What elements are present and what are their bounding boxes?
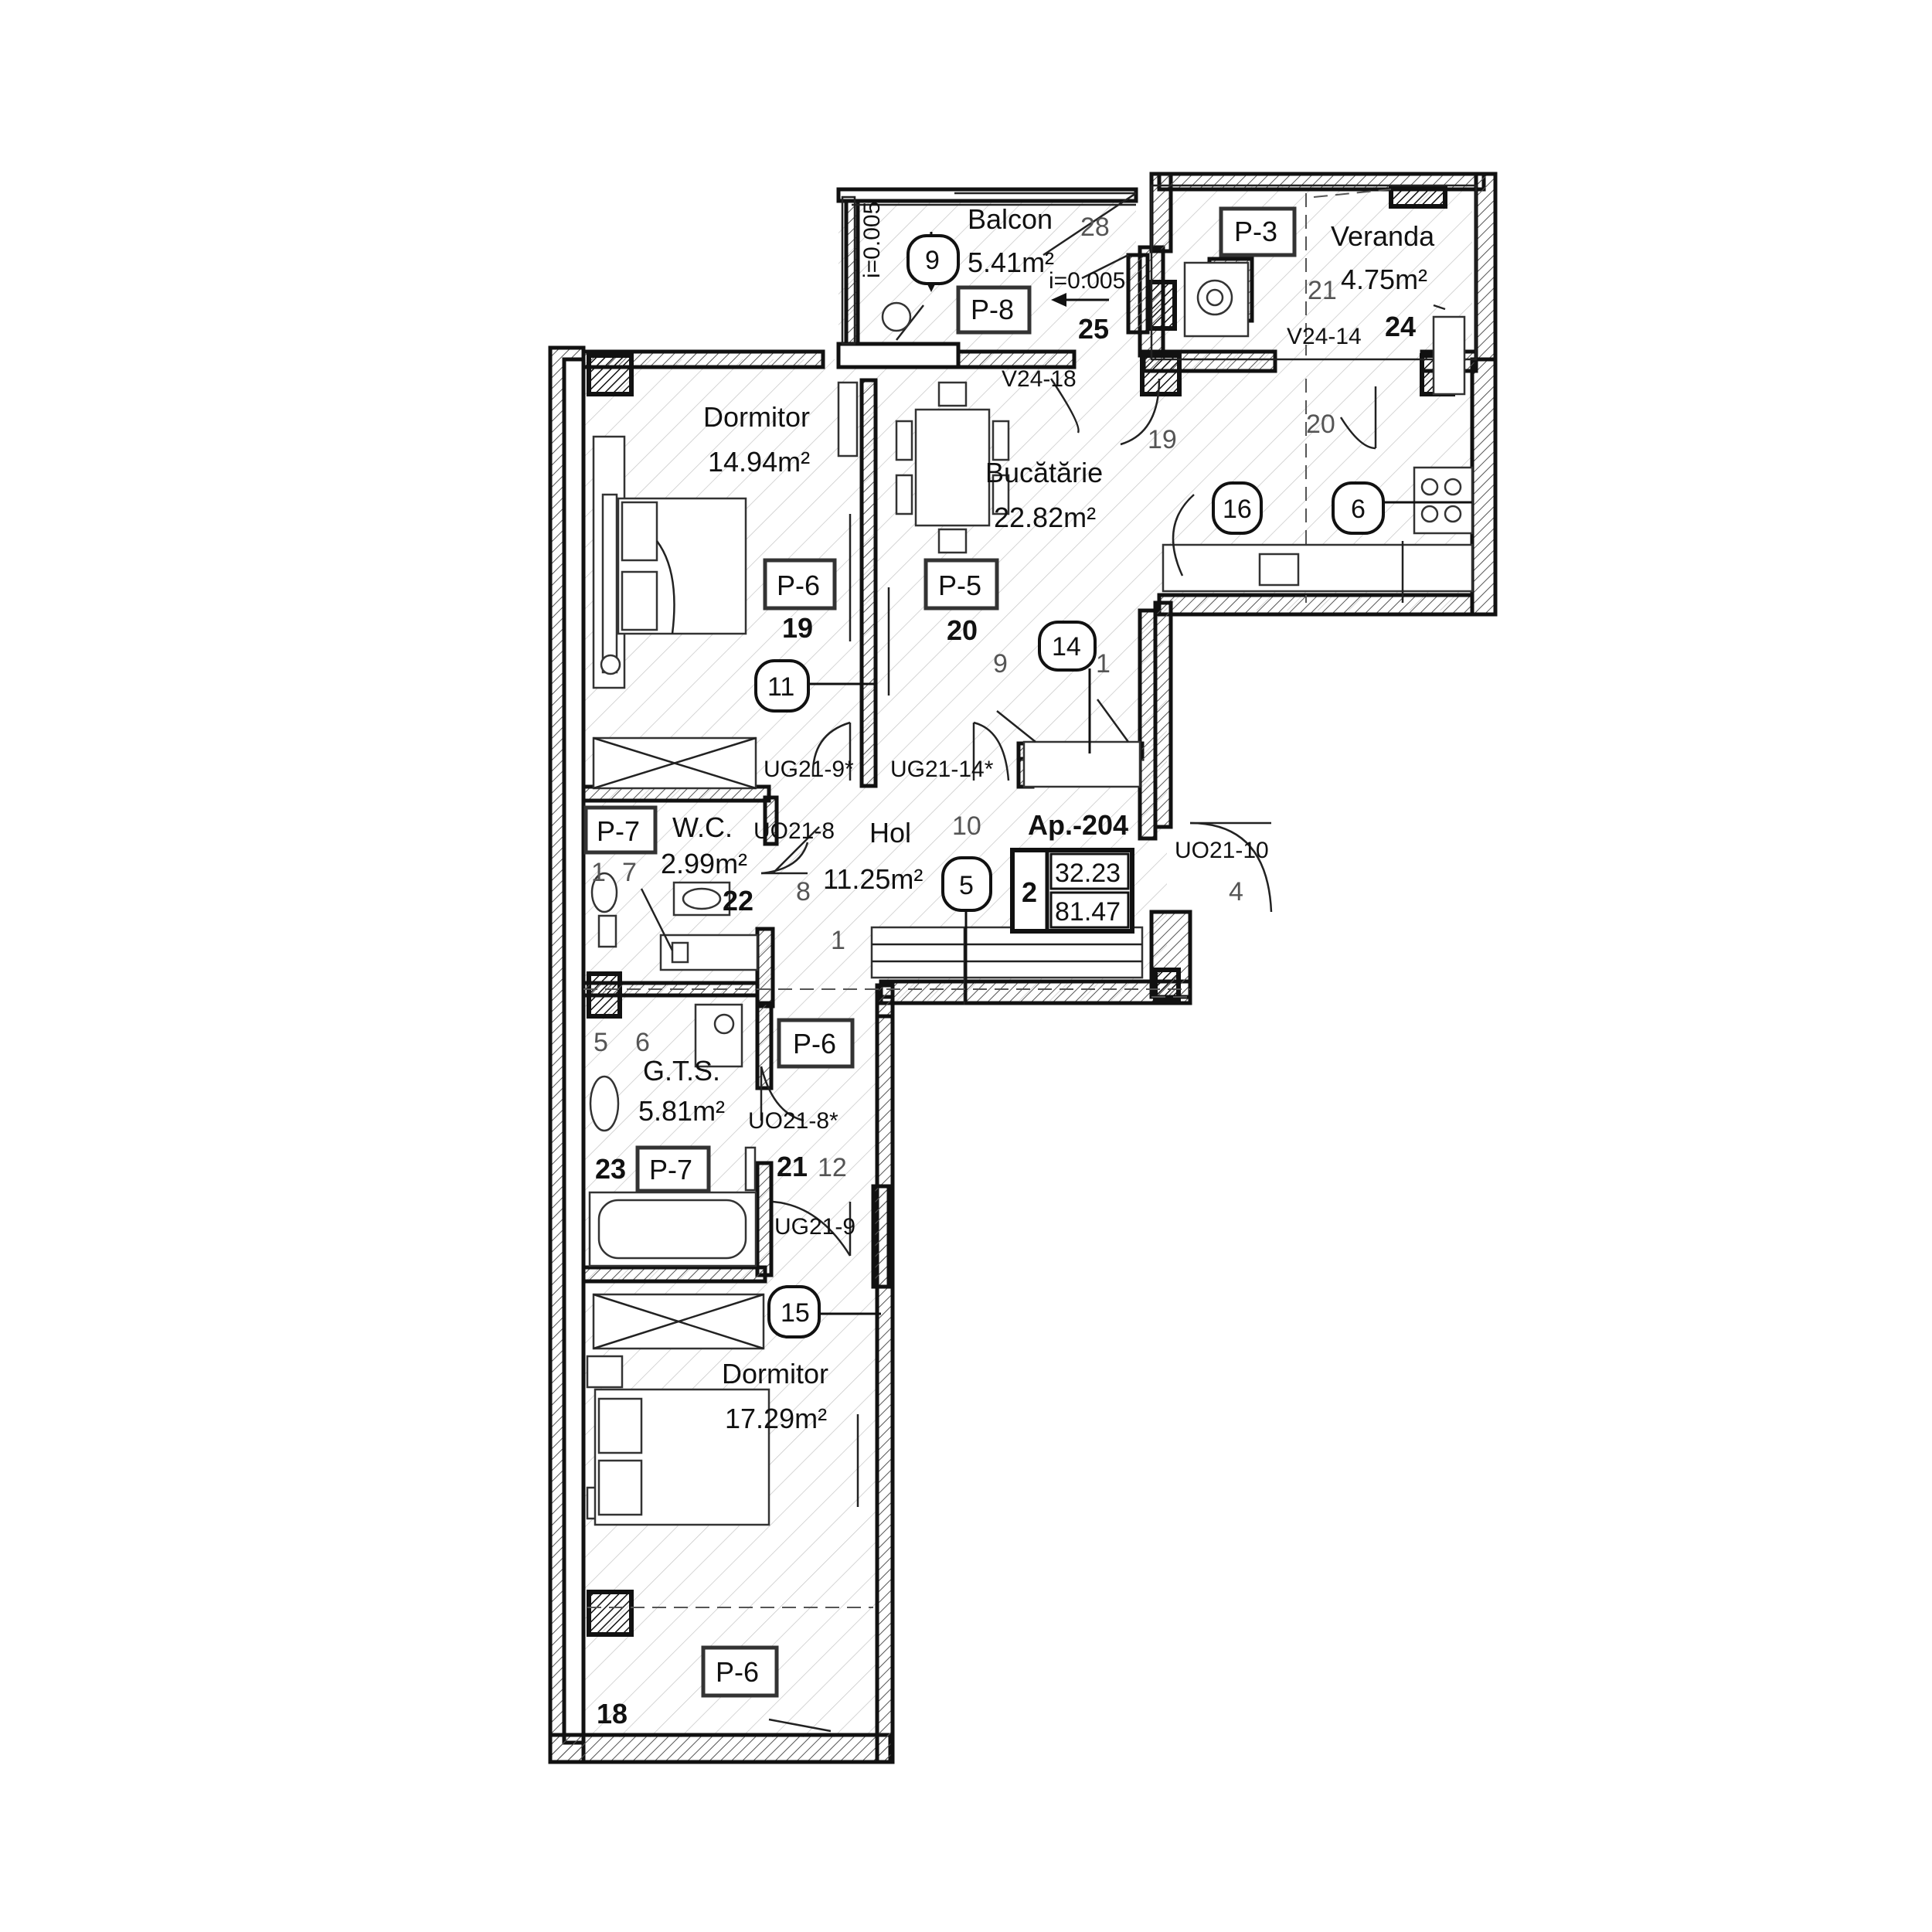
- room-name-gts: G.T.S.: [643, 1055, 720, 1087]
- room-area-dormitor-2: 17.29m²: [725, 1403, 827, 1434]
- num-1-kitchen: 1: [1096, 649, 1111, 679]
- apartment-total-area: 81.47: [1055, 897, 1121, 927]
- code-v24-18: V24-18: [1002, 366, 1077, 392]
- num-7: 7: [622, 858, 637, 887]
- room-name-dormitor-2: Dormitor: [722, 1358, 828, 1389]
- room-name-dormitor-1: Dormitor: [703, 401, 810, 433]
- num-20-kitchen: 20: [1306, 410, 1335, 439]
- marker-16: 16: [1223, 495, 1252, 524]
- num-10: 10: [952, 811, 981, 841]
- hallway-features: [583, 740, 1190, 1005]
- tag-p6-bedroom-1: P-6: [777, 570, 820, 601]
- room-name-veranda: Veranda: [1331, 220, 1435, 252]
- code-uo21-8-star: UO21-8*: [748, 1108, 838, 1134]
- num-25: 25: [1078, 313, 1109, 345]
- room-area-hol: 11.25m²: [823, 863, 923, 895]
- room-area-dormitor-1: 14.94m²: [708, 446, 810, 478]
- marker-6: 6: [1351, 495, 1366, 524]
- num-24: 24: [1385, 311, 1416, 342]
- num-21: 21: [777, 1151, 808, 1182]
- tag-p7-gts: P-7: [649, 1154, 692, 1185]
- code-uo21-10: UO21-10: [1175, 838, 1269, 863]
- tag-p5: P-5: [938, 570, 981, 601]
- marker-9: 9: [925, 246, 940, 275]
- bedroom-1-furniture: [592, 381, 859, 790]
- num-8: 8: [796, 877, 811, 906]
- apartment-legend: Ap.-204 2 32.23 81.47: [1010, 809, 1134, 934]
- room-name-hol: Hol: [869, 817, 911, 849]
- tag-p3: P-3: [1234, 216, 1277, 247]
- num-4: 4: [1229, 877, 1243, 906]
- num-18: 18: [597, 1698, 628, 1730]
- door-window-codes: V24-18 V24-14 UG21-9* UG21-14* UO21-8 UO…: [748, 202, 1362, 1240]
- num-1-hall: 1: [831, 926, 845, 955]
- tag-p8: P-8: [971, 294, 1014, 325]
- marker-11: 11: [767, 672, 794, 702]
- marker-15: 15: [781, 1298, 810, 1328]
- exterior-walls: [548, 172, 1498, 1764]
- num-19-kitchen: 19: [1148, 425, 1177, 454]
- leader-lines: [772, 501, 1472, 1315]
- finish-tags: P-3 P-8 P-6 P-5 P-7 P-6 P-7 P-6: [583, 206, 1297, 1698]
- num-5: 5: [594, 1028, 608, 1057]
- room-area-balcon: 5.41m²: [968, 247, 1054, 278]
- num-12: 12: [818, 1153, 847, 1182]
- marker-5: 5: [959, 871, 974, 900]
- num-23: 23: [595, 1153, 626, 1185]
- bedroom-2-furniture: [586, 1293, 873, 1733]
- room-labels: Balcon 5.41m² Veranda 4.75m² Dormitor 14…: [638, 203, 1435, 1434]
- tag-p6-bedroom-2: P-6: [716, 1656, 759, 1688]
- code-v24-14: V24-14: [1287, 324, 1362, 349]
- wc-fixtures: [590, 872, 759, 971]
- num-20: 20: [947, 614, 978, 646]
- apartment-living-area: 32.23: [1055, 859, 1121, 888]
- tag-p7-wc: P-7: [597, 815, 640, 847]
- dimension-numbers: 28 25 21 24 19 20 19 20 9 1 10 4 1 7 22 …: [591, 213, 1416, 1730]
- num-28: 28: [1080, 213, 1110, 242]
- code-ug21-9: UG21-9: [774, 1214, 855, 1240]
- num-9: 9: [993, 649, 1008, 679]
- num-6: 6: [635, 1028, 650, 1057]
- code-ug21-9-star: UG21-9*: [764, 757, 854, 782]
- room-area-gts: 5.81m²: [638, 1095, 725, 1127]
- apartment-label: Ap.-204: [1028, 809, 1128, 841]
- room-area-veranda: 4.75m²: [1341, 264, 1427, 295]
- doors: [760, 378, 1377, 1257]
- circle-markers: 9 16 6 14 11 5 15: [754, 234, 1385, 1338]
- code-ug21-14-star: UG21-14*: [890, 757, 994, 782]
- slope-kitchen-terrace: i=0.005: [1049, 268, 1125, 294]
- num-21-veranda: 21: [1308, 276, 1337, 305]
- num-1-wc: 1: [591, 858, 606, 887]
- room-area-bucatarie: 22.82m²: [994, 502, 1096, 533]
- kitchen-furniture: [887, 315, 1474, 696]
- room-name-balcon: Balcon: [968, 203, 1053, 235]
- slope-balcon: i=0.005: [859, 202, 885, 278]
- num-19: 19: [782, 612, 813, 644]
- room-name-bucatarie: Bucătărie: [985, 457, 1103, 488]
- marker-14: 14: [1052, 632, 1081, 662]
- apartment-rooms: 2: [1022, 876, 1037, 908]
- room-name-wc: W.C.: [672, 811, 733, 843]
- num-22: 22: [723, 885, 753, 917]
- room-area-wc: 2.99m²: [661, 848, 747, 879]
- tag-p6-hall: P-6: [793, 1028, 836, 1060]
- gts-fixtures: [588, 1003, 757, 1267]
- veranda: [1150, 184, 1478, 603]
- code-uo21-8: UO21-8: [753, 818, 835, 844]
